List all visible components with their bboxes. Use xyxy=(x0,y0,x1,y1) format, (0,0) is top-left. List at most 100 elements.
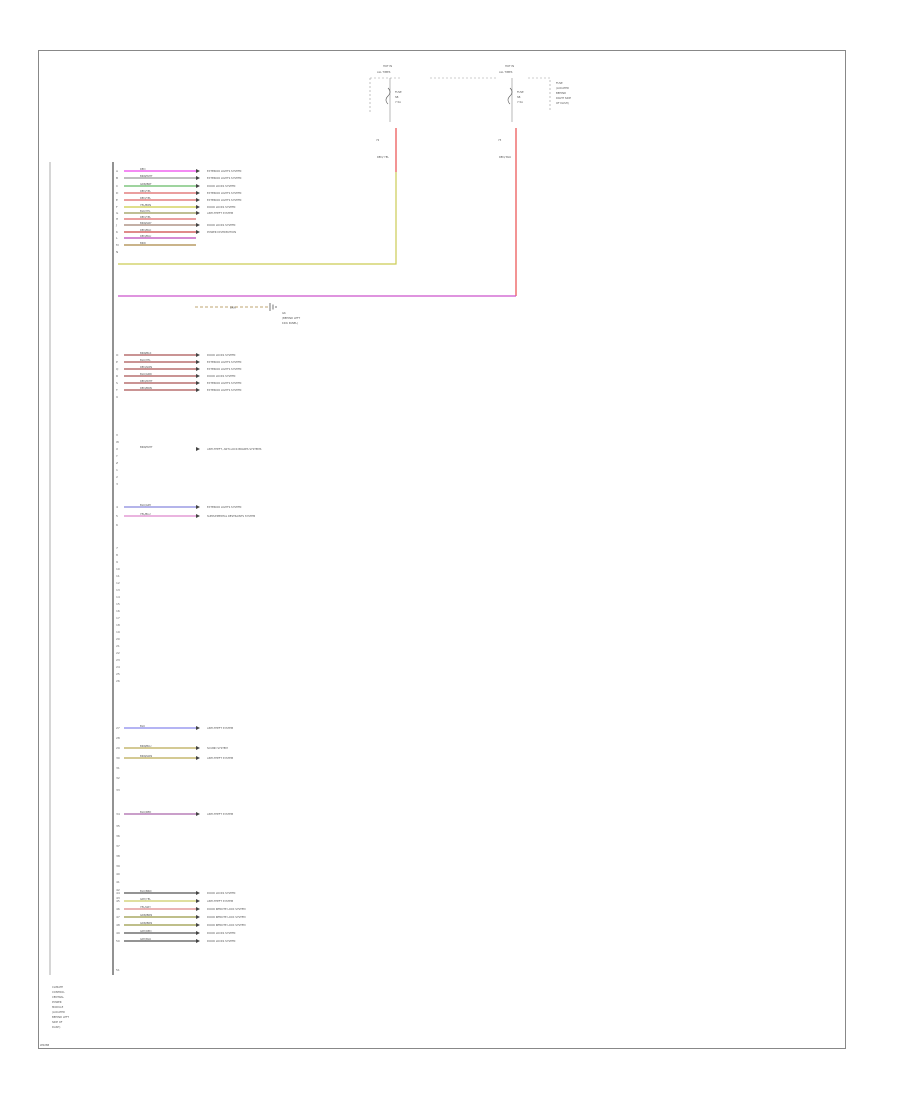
ground-wire-color: BRN xyxy=(230,306,236,310)
pin-label: D xyxy=(116,191,119,195)
arrow-icon xyxy=(196,191,200,195)
arrow-icon xyxy=(196,726,200,730)
pin-label: 36 xyxy=(116,834,120,838)
svg-text:(LOCATED: (LOCATED xyxy=(556,86,569,90)
destination-label: DOOR REMOTE LOCK SYSTEM xyxy=(207,907,246,911)
destination-label: DOOR LOCKS SYSTEM xyxy=(207,939,235,943)
arrow-icon xyxy=(196,360,200,364)
pin-label: 25 xyxy=(116,672,120,676)
connector-row-51: 51 xyxy=(116,968,120,972)
pin-label: 1 xyxy=(116,468,118,472)
connector-row-41: 41 xyxy=(116,880,120,884)
pin-label: 32 xyxy=(116,776,120,780)
destination-label: ANTI-THEFT SYSTEM xyxy=(207,756,233,760)
svg-text:BEHIND: BEHIND xyxy=(556,91,566,95)
svg-text:DASH): DASH) xyxy=(52,1025,60,1029)
connector-row-3: 3 xyxy=(116,482,118,486)
svg-text:CENTRAL: CENTRAL xyxy=(52,995,64,999)
connector-row-32: 32 xyxy=(116,776,120,780)
pin-label: K xyxy=(116,230,119,234)
svg-text:KICK PANEL): KICK PANEL) xyxy=(282,321,298,325)
destination-label: ANTI-THEFT SYSTEM xyxy=(207,812,233,816)
destination-label: SUPPLEMENTAL RESTRAINTS SYSTEM xyxy=(207,514,255,518)
pin-label: 18 xyxy=(116,623,120,627)
connector-row-36: 36 xyxy=(116,834,120,838)
pin-label: N xyxy=(116,250,118,254)
pin-label: X xyxy=(116,447,118,451)
destination-label: ANTI-THEFT SYSTEM xyxy=(207,211,233,215)
pin-label: W xyxy=(116,440,119,444)
connector-row-6: 6 xyxy=(116,523,118,527)
arrow-icon xyxy=(196,381,200,385)
fuse-right-wire-num: 73 xyxy=(498,138,502,142)
wire-color-label: BRN/WHT xyxy=(140,174,153,178)
arrow-icon xyxy=(196,812,200,816)
destination-label: ANTI-THEFT SYSTEM xyxy=(207,726,233,730)
pin-label: 22 xyxy=(116,651,120,655)
wire-color-label: RED/BLU xyxy=(140,234,151,238)
arrow-icon xyxy=(196,746,200,750)
destination-label: DOOR REMOTE LOCK SYSTEM xyxy=(207,915,246,919)
pin-label: 26 xyxy=(116,679,120,683)
connector-row-10: 10 xyxy=(116,567,120,571)
connector-row-24: 24 xyxy=(116,665,120,669)
pin-label: P xyxy=(116,360,118,364)
pin-label: 3 xyxy=(116,482,118,486)
wire-color-label: BRN/GRN xyxy=(140,754,152,758)
pin-label: 14 xyxy=(116,595,120,599)
connector-row-25: 25 xyxy=(116,672,120,676)
wire-color-label: GRY/YEL xyxy=(140,897,151,901)
pin-label: R xyxy=(116,374,118,378)
connector-row-18: 18 xyxy=(116,623,120,627)
fuse-left-wire-color: RED/ YEL xyxy=(377,155,389,159)
pin-label: 29 xyxy=(116,746,120,750)
wire-color-label: BLK/YEL xyxy=(140,209,151,213)
destination-label: DOOR REMOTE LOCK SYSTEM xyxy=(207,923,246,927)
connector-row-2: 2 xyxy=(116,475,118,479)
pin-label: 15 xyxy=(116,602,120,606)
pin-label: 34 xyxy=(116,812,120,816)
connector-row-39: 39 xyxy=(116,864,120,868)
connector-row-13: 13 xyxy=(116,588,120,592)
connector-row-42: 42 xyxy=(116,888,120,892)
svg-text:G6: G6 xyxy=(282,311,286,315)
connector-row-Z: Z xyxy=(116,461,118,465)
arrow-icon xyxy=(196,367,200,371)
destination-label: EXTERIOR LIGHTS SYSTEM xyxy=(207,191,241,195)
connector-row-20: 20 xyxy=(116,637,120,641)
connector-row-17: 17 xyxy=(116,616,120,620)
ground-g6: BRN G6 (BEHIND LEFT KICK PANEL) xyxy=(195,303,300,325)
pin-label: 21 xyxy=(116,644,120,648)
pin-label: U xyxy=(116,395,118,399)
pin-label: J xyxy=(115,223,117,227)
arrow-icon xyxy=(196,891,200,895)
destination-label: DOOR LOCKS SYSTEM xyxy=(207,184,235,188)
fuse-right-header: HOT IN xyxy=(505,64,514,68)
pin-label: T xyxy=(115,388,118,392)
arrow-icon xyxy=(196,756,200,760)
arrow-icon xyxy=(196,198,200,202)
pin-label: O xyxy=(116,353,119,357)
connector-row-31: 31 xyxy=(116,766,120,770)
destination-label: EXTERIOR LIGHTS SYSTEM xyxy=(207,367,241,371)
wire-color-label: BRN xyxy=(140,241,146,245)
pin-label: 20 xyxy=(116,637,120,641)
destination-label: DOOR LOCKS SYSTEM xyxy=(207,353,235,357)
wire-color-label: GRY/RED xyxy=(140,929,152,933)
wire-color-label: GRN/BRN xyxy=(140,913,152,917)
connector-row-V: V xyxy=(116,433,119,437)
svg-text:(LOCATED: (LOCATED xyxy=(52,1010,65,1014)
connector-row-12: 12 xyxy=(116,581,120,585)
wire-color-label: RED/BLK xyxy=(140,228,152,232)
svg-text:(BEHIND LEFT: (BEHIND LEFT xyxy=(282,316,300,320)
pin-label: 42 xyxy=(116,888,120,892)
